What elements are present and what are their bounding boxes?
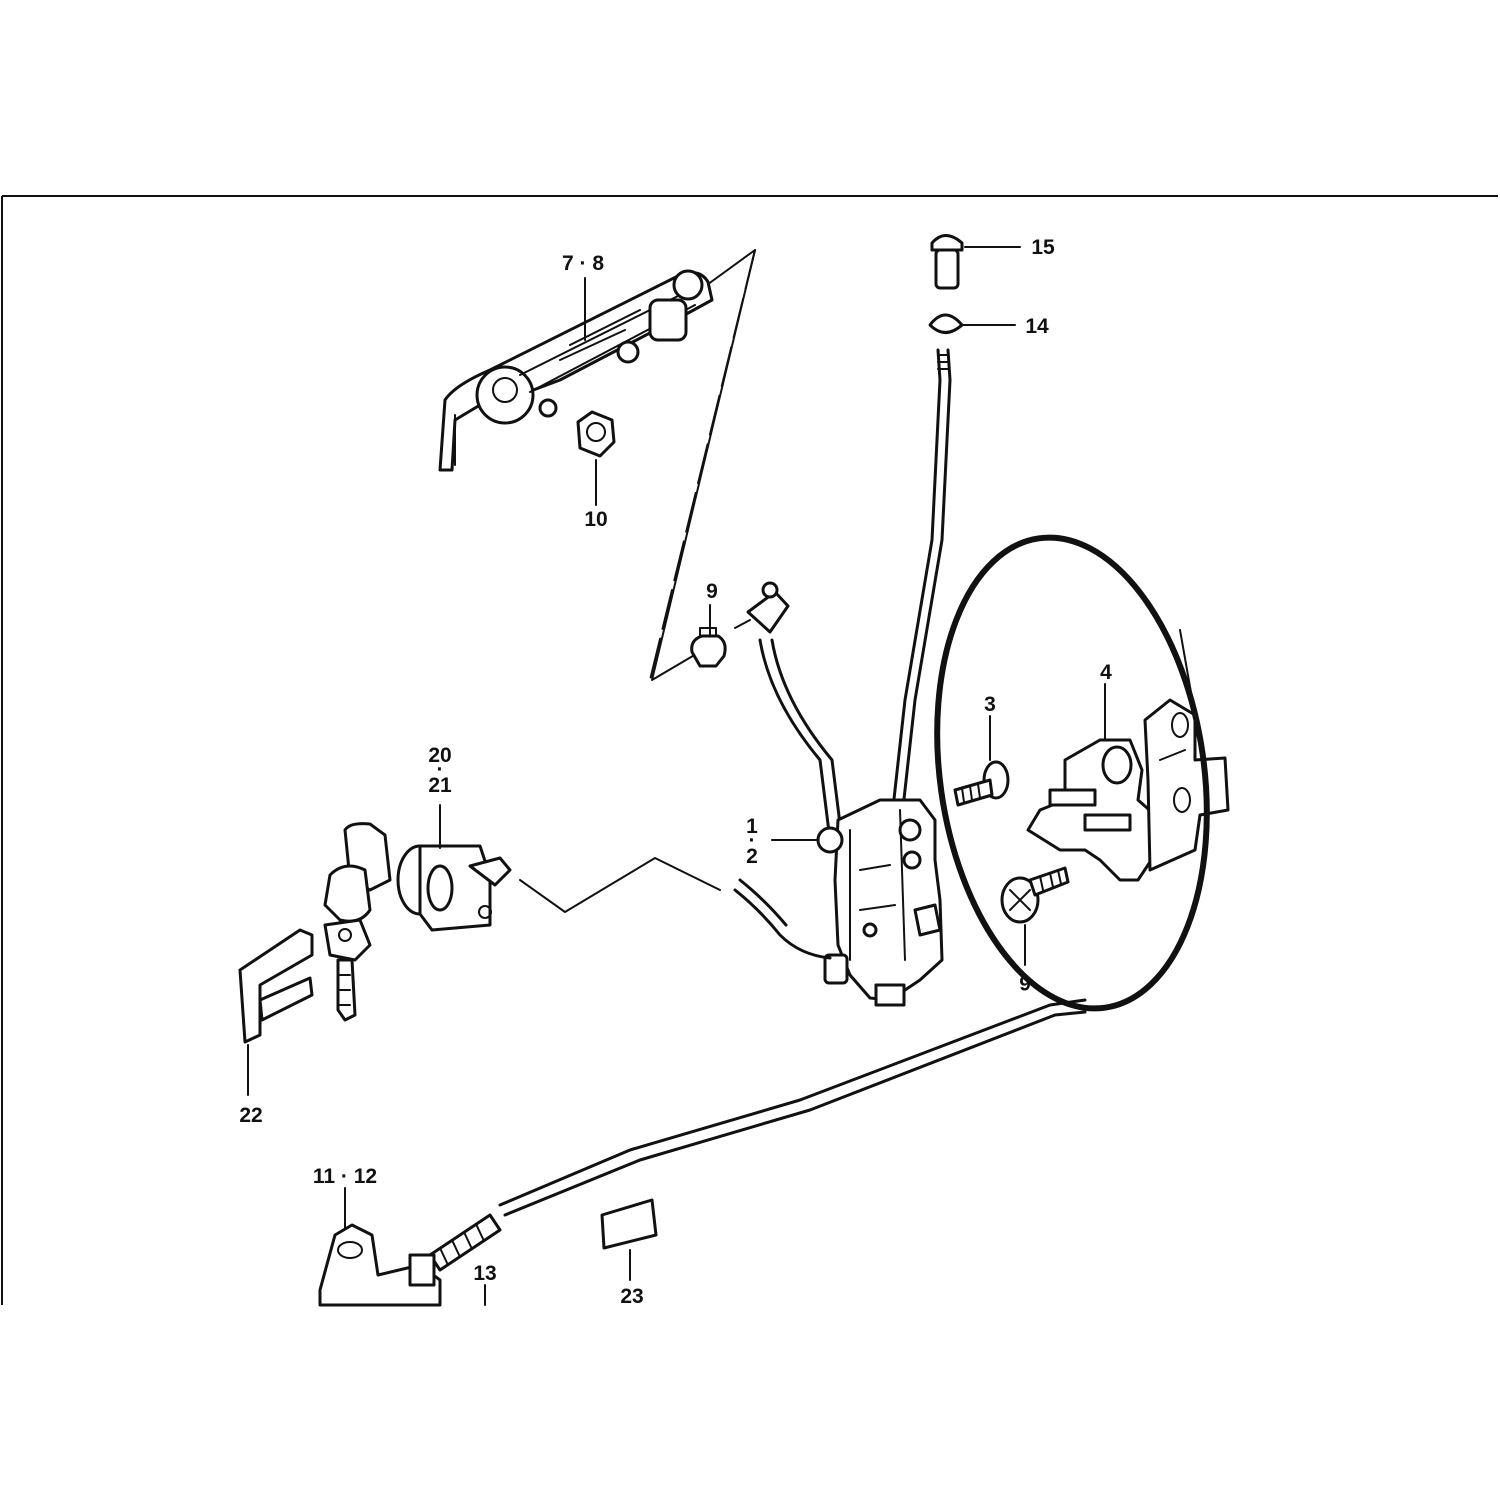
nut-10	[576, 410, 616, 458]
callout-14: 14	[1025, 315, 1049, 338]
handle-rod	[734, 581, 844, 842]
callout-line: 20	[428, 744, 451, 767]
grommet-14	[928, 313, 964, 334]
diagram-frame	[1, 195, 1498, 1305]
callout-15: 15	[1031, 236, 1055, 259]
clip-9	[690, 627, 727, 668]
leader-lines	[344, 246, 1106, 1306]
door-latch-assembly	[816, 798, 944, 1007]
callout-22: 22	[239, 1104, 262, 1127]
callout-6: 6	[1019, 971, 1031, 994]
door-striker-4	[1026, 738, 1160, 882]
callout-line: ·	[437, 758, 444, 781]
callout-7-8: 7 · 8	[562, 252, 604, 275]
pad-23	[600, 1198, 658, 1250]
callout-line: 21	[428, 774, 452, 797]
keys	[323, 822, 392, 1022]
callout-labels: 7 · 8 10 15 14 9 3 4 20·21 1·2 6 22 11 ·…	[239, 236, 1112, 1308]
callout-9: 9	[706, 580, 718, 603]
lock-knob-15	[930, 234, 964, 290]
key-cylinder	[396, 844, 512, 932]
callout-line: 1	[746, 815, 758, 838]
callout-line: 2	[746, 845, 758, 868]
door-pillar-panel	[1143, 629, 1230, 872]
key-rod	[519, 857, 832, 960]
screw-3	[953, 760, 1010, 807]
callout-10: 10	[584, 508, 607, 531]
screw-6	[1000, 866, 1070, 924]
callout-3: 3	[984, 693, 996, 716]
callout-4: 4	[1100, 661, 1112, 684]
inside-handle-cable	[428, 998, 1087, 1272]
callout-1-2: 1·2	[746, 815, 758, 868]
inside-door-handle	[318, 1223, 442, 1307]
outside-door-handle	[438, 269, 714, 472]
callout-11-12: 11 · 12	[313, 1165, 377, 1188]
callout-line: ·	[749, 829, 756, 852]
callout-20-21: 20·21	[428, 744, 452, 797]
callout-13: 13	[473, 1262, 496, 1285]
retainer-clip-22	[238, 928, 314, 1096]
highlight-ellipse	[934, 534, 1210, 1012]
callout-23: 23	[620, 1285, 643, 1308]
